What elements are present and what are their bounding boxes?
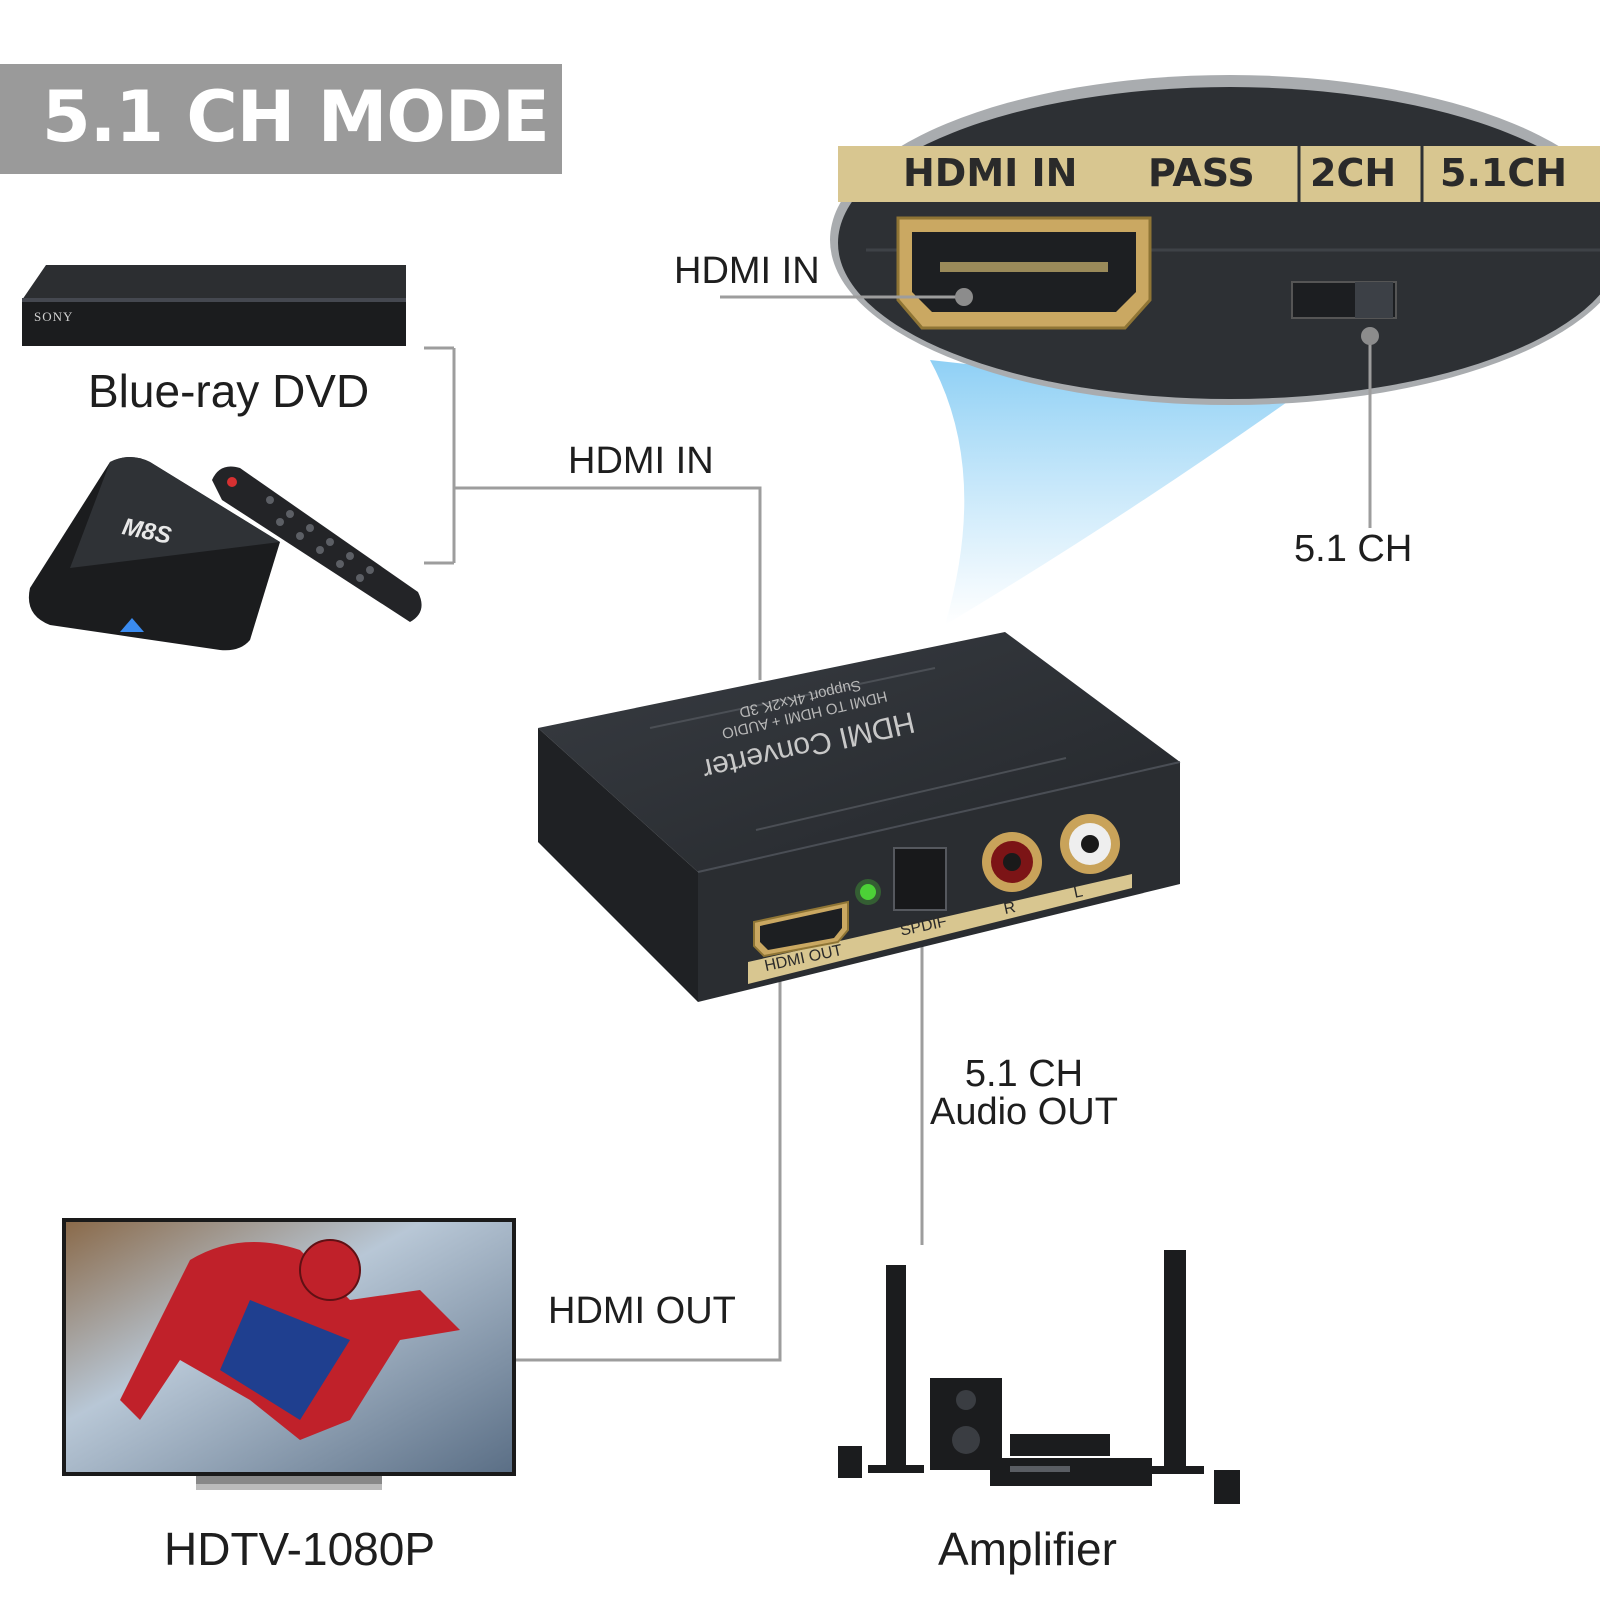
bluray-player [22, 265, 406, 346]
callout-hdmi-in-port: HDMI IN [674, 250, 820, 292]
hdtv [62, 1218, 516, 1490]
connection-hdmi-out-label: HDMI OUT [548, 1290, 736, 1332]
zoom-beam [930, 360, 1290, 625]
status-led [860, 884, 876, 900]
mode-title: 5.1 CH MODE [42, 76, 550, 158]
bluray-label: Blue-ray DVD [88, 365, 370, 417]
strip-label-2ch: 2CH [1310, 151, 1397, 195]
strip-label-51ch: 5.1CH [1440, 151, 1568, 195]
tv-box [28, 457, 280, 651]
remote-control [212, 466, 422, 622]
converter-spdif-port [893, 847, 947, 911]
strip-label-hdmi-in: HDMI IN [903, 151, 1078, 195]
speaker-system [838, 1250, 1240, 1504]
connection-hdmi-in-label: HDMI IN [568, 440, 714, 482]
converter-port-strip [748, 874, 1132, 984]
strip-label-pass: PASS [1148, 151, 1255, 195]
audio-out-line1: 5.1 CH [964, 1053, 1084, 1095]
callout-51ch-switch: 5.1 CH [1294, 528, 1413, 570]
zoom-gold-strip [838, 146, 1600, 202]
audio-out-line2: Audio OUT [930, 1091, 1118, 1133]
mode-banner: 5.1 CH MODE [0, 64, 562, 174]
hdtv-label: HDTV-1080P [164, 1523, 436, 1575]
connection-audio-out-label: 5.1 CH Audio OUT [930, 1055, 1118, 1131]
zoom-panel [830, 75, 1600, 405]
amplifier-label: Amplifier [938, 1523, 1117, 1575]
rca-left-jack [1060, 814, 1120, 874]
rca-right-jack [982, 832, 1042, 892]
hdmi-converter [538, 632, 1181, 1002]
callout-lines [424, 295, 1372, 1362]
bluray-brand: SONY [34, 309, 74, 324]
